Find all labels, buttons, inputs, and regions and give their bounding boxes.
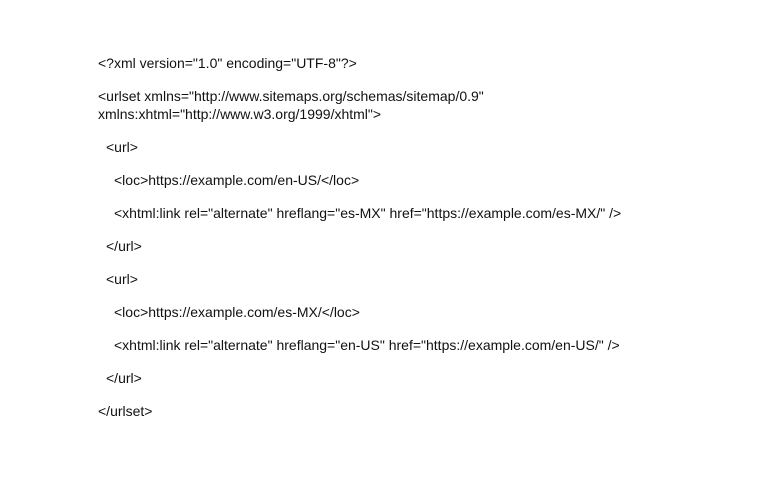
urlset-open-line: <urlset xmlns="http://www.sitemaps.org/s… [98,88,484,104]
loc-line: <loc>https://example.com/es-MX/</loc> [114,304,360,320]
xhtml-link-line: <xhtml:link rel="alternate" hreflang="en… [114,337,620,353]
url-open-line: <url> [106,139,138,155]
url-close-line: </url> [106,238,142,254]
xml-declaration-line: <?xml version="1.0" encoding="UTF-8"?> [98,55,357,71]
urlset-close-line: </urlset> [98,403,153,419]
urlset-namespace-line: xmlns:xhtml="http://www.w3.org/1999/xhtm… [98,106,382,122]
url-close-line: </url> [106,370,142,386]
url-open-line: <url> [106,271,138,287]
xhtml-link-line: <xhtml:link rel="alternate" hreflang="es… [114,205,622,221]
loc-line: <loc>https://example.com/en-US/</loc> [114,172,360,188]
xml-sitemap-document: <?xml version="1.0" encoding="UTF-8"?> <… [98,54,738,435]
